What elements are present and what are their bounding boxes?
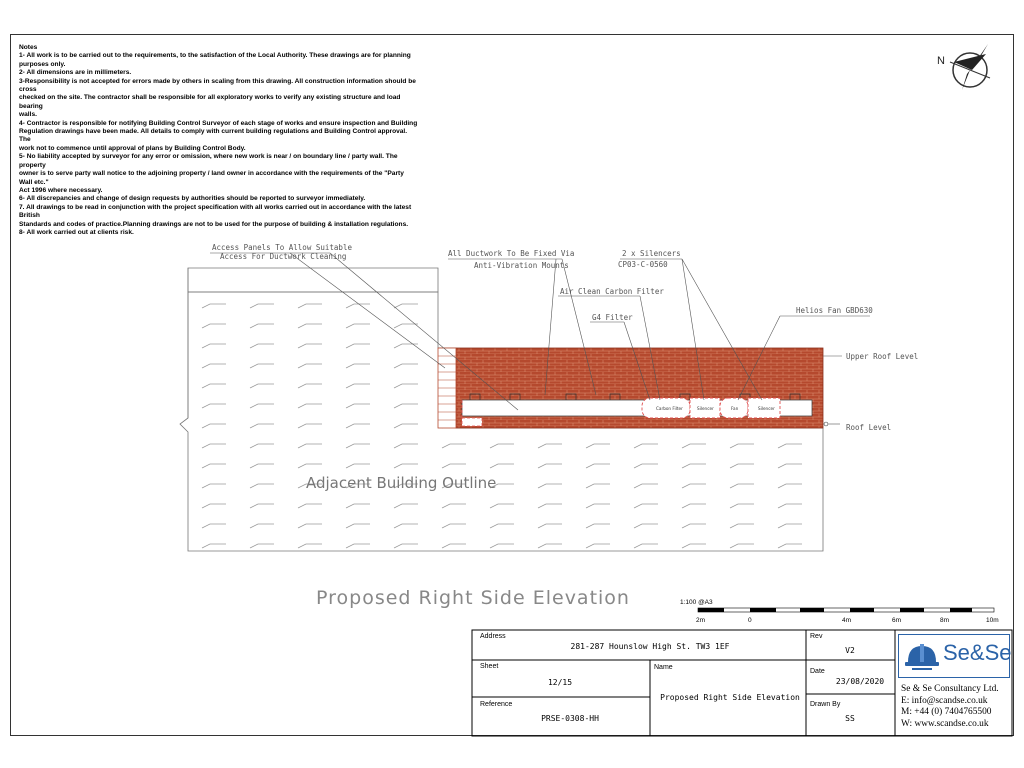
ductwork <box>461 393 840 427</box>
access-panel-hatch <box>437 347 457 429</box>
sheet-value: 12/15 <box>547 678 573 687</box>
company-web: W: www.scandse.co.uk <box>901 718 989 729</box>
address-label: Address <box>480 633 506 640</box>
drawing-title: Proposed Right Side Elevation <box>316 587 630 609</box>
company-logo-text: Se&Se <box>943 640 1012 665</box>
annotation-fan: Helios Fan GBD630 <box>796 306 873 315</box>
scale-label: 1:100 @A3 <box>680 599 713 606</box>
note-line: 7. All drawings to be read in conjunctio… <box>19 203 412 220</box>
rev-value: V2 <box>845 646 855 655</box>
note-line: 8- All work carried out at clients risk. <box>19 228 134 236</box>
notes-heading: Notes <box>19 44 38 51</box>
sheet-label: Sheet <box>480 663 499 670</box>
scale-bar: 1:100 @A3 2m 0 4m 6m 8m 10m <box>680 599 999 624</box>
note-line: 5- No liability accepted by surveyor for… <box>19 153 398 169</box>
note-line: Standards and codes of practice.Planning… <box>19 220 409 228</box>
scale-tick: 4m <box>842 617 851 624</box>
component-label-silencer: Silencer <box>758 406 775 411</box>
annotation-silencers-1: 2 x Silencers <box>622 249 681 258</box>
name-label: Name <box>654 664 673 671</box>
scale-tick: 8m <box>940 617 949 624</box>
hard-hat-icon <box>905 644 939 670</box>
note-line: owner is to serve party wall notice to t… <box>19 170 404 186</box>
annotation-access-panels-1: Access Panels To Allow Suitable <box>212 243 352 252</box>
company-name: Se & Se Consultancy Ltd. <box>901 684 999 694</box>
date-label: Date <box>810 668 825 675</box>
annotation-g4-filter: G4 Filter <box>592 313 633 322</box>
company-logo: Se&Se <box>898 634 1012 678</box>
scale-tick: 10m <box>986 617 999 624</box>
reference-label: Reference <box>480 701 513 708</box>
title-block-grid <box>471 629 1013 737</box>
north-compass-icon: N <box>937 44 991 90</box>
date-value: 23/08/2020 <box>835 677 885 686</box>
drawn-by-value: SS <box>845 714 855 723</box>
component-label-carbon-filter: Carbon Filter <box>656 406 683 411</box>
note-line: checked on the site. The contractor shal… <box>19 94 401 110</box>
note-line: Act 1996 where necessary. <box>19 186 103 194</box>
scale-tick: 0 <box>748 617 752 624</box>
address-value: 281-287 Hounslow High St. TW3 1EF <box>570 642 730 651</box>
note-line: 4- Contractor is responsible for notifyi… <box>19 119 418 127</box>
company-mobile: M: +44 (0) 7404765500 <box>901 707 992 717</box>
reference-value: PRSE-0308-HH <box>541 714 599 723</box>
annotation-access-panels-2: Access For Ductwork Cleaning <box>220 252 346 261</box>
note-line: walls. <box>19 111 37 119</box>
note-line: work not to commence until approval of p… <box>19 144 246 152</box>
silencer-unit <box>747 397 781 419</box>
note-line: 2- All dimensions are in millimeters. <box>19 69 132 77</box>
scale-tick: 6m <box>892 617 901 624</box>
compass-north-label: N <box>937 55 945 67</box>
annotation-upper-roof-level: Upper Roof Level <box>846 352 918 361</box>
annotation-ductwork-1: All Ductwork To Be Fixed Via <box>448 249 574 258</box>
adjacent-building-outline <box>179 267 824 552</box>
scale-tick: 2m <box>696 617 705 624</box>
component-label-fan: Fan <box>731 406 739 411</box>
annotation-silencers-2: CP03-C-0560 <box>618 260 668 269</box>
company-email: E: info@scandse.co.uk <box>901 695 988 706</box>
company-info: Se & Se Consultancy Ltd. E: info@scandse… <box>901 684 999 730</box>
note-line: purposes only. <box>19 60 66 68</box>
notes-block: Notes 1- All work is to be carried out t… <box>19 44 419 237</box>
annotation-ductwork-2: Anti-Vibration Mounts <box>474 261 569 270</box>
component-label-silencer: Silencer <box>697 406 714 411</box>
name-value: Proposed Right Side Elevation <box>660 693 800 702</box>
note-line: 3-Responsibility is not accepted for err… <box>19 77 416 94</box>
drawn-by-label: Drawn By <box>810 701 841 708</box>
note-line: Regulation drawings have been made. All … <box>19 128 408 144</box>
rev-label: Rev <box>810 633 823 640</box>
note-line: 6- All discrepancies and change of desig… <box>19 195 366 203</box>
annotation-roof-level: Roof Level <box>846 423 891 432</box>
note-line: 1- All work is to be carried out to the … <box>19 52 411 60</box>
annotation-carbon-filter: Air Clean Carbon Filter <box>560 287 664 296</box>
adjacent-building-label: Adjacent Building Outline <box>306 474 496 492</box>
leader-lines <box>210 252 870 411</box>
